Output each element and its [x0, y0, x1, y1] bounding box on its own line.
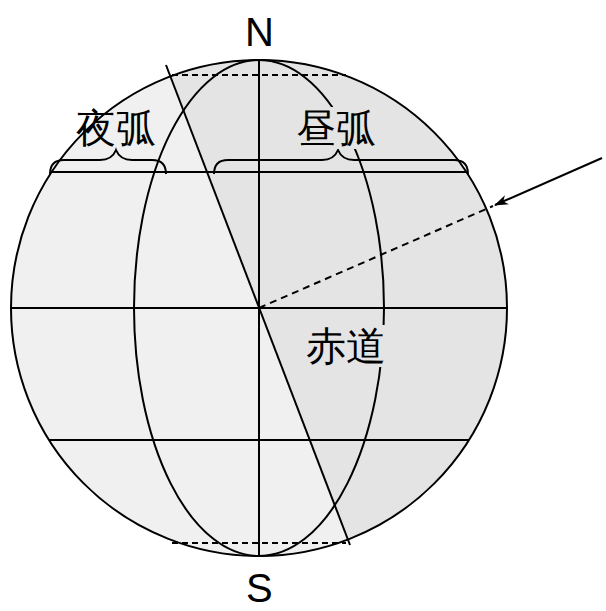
- night-arc-brace: [50, 150, 166, 174]
- sun-ray-dashed: [259, 206, 493, 308]
- north-pole-label: N: [245, 12, 274, 52]
- south-pole-label: S: [246, 568, 273, 608]
- night-arc-label: 夜弧: [74, 107, 158, 149]
- polar-circle-dash: [172, 542, 346, 544]
- globe-outline: [11, 60, 507, 556]
- day-arc-label: 昼弧: [294, 107, 378, 149]
- day-arc-brace: [214, 150, 468, 174]
- equator-label: 赤道: [304, 325, 388, 367]
- polar-circle-dash: [172, 74, 346, 76]
- sun-ray-arrow: [495, 158, 602, 205]
